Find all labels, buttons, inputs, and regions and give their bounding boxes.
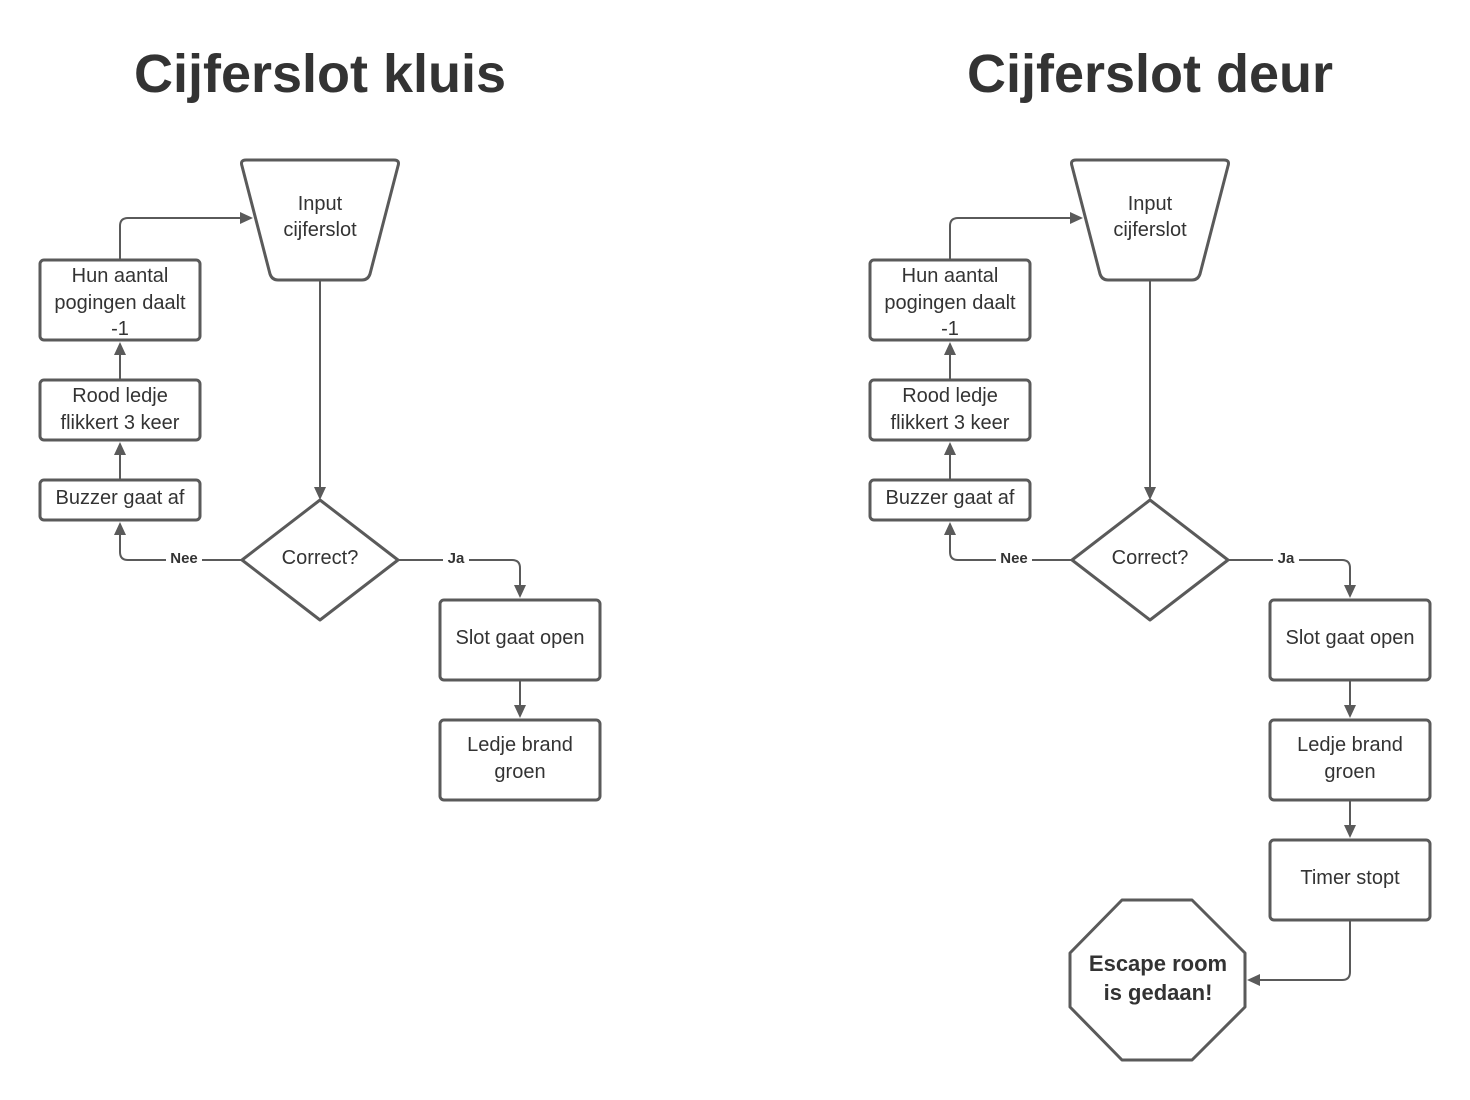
svg-text:Hun aantal: Hun aantal bbox=[902, 265, 999, 287]
svg-text:Slot gaat open: Slot gaat open bbox=[456, 627, 585, 649]
flowchart-title: Cijferslot kluis bbox=[134, 44, 506, 104]
connector-yes bbox=[398, 559, 521, 586]
node-led-green: Ledje brand groen bbox=[438, 718, 602, 802]
svg-text:pogingen daalt: pogingen daalt bbox=[54, 292, 186, 314]
arrowhead bbox=[514, 585, 526, 598]
edge-label-bg bbox=[996, 550, 1032, 568]
node-input: Input cijferslot bbox=[1070, 158, 1230, 282]
svg-text:Correct?: Correct? bbox=[1112, 547, 1189, 569]
arrowhead bbox=[944, 342, 956, 355]
arrowhead bbox=[1344, 705, 1356, 718]
svg-text:Ledje brand: Ledje brand bbox=[1297, 734, 1403, 756]
svg-text:cijferslot: cijferslot bbox=[1113, 219, 1187, 241]
edge-label-bg bbox=[166, 550, 202, 568]
node-decision: Correct? bbox=[1070, 498, 1230, 622]
svg-text:Buzzer gaat af: Buzzer gaat af bbox=[56, 487, 185, 509]
svg-text:Hun aantal: Hun aantal bbox=[72, 265, 169, 287]
svg-text:Slot gaat open: Slot gaat open bbox=[1286, 627, 1415, 649]
node-open: Slot gaat open bbox=[1268, 598, 1432, 682]
arrowhead bbox=[1144, 487, 1156, 500]
arrowhead bbox=[114, 522, 126, 535]
node-timer: Timer stopt bbox=[1268, 838, 1432, 922]
arrowhead bbox=[240, 212, 253, 224]
svg-text:Input: Input bbox=[298, 193, 343, 215]
svg-text:Timer stopt: Timer stopt bbox=[1300, 867, 1400, 889]
svg-text:-1: -1 bbox=[941, 318, 959, 340]
edge-label-no: Nee bbox=[1000, 550, 1028, 567]
arrowhead bbox=[1344, 825, 1356, 838]
node-led-green: Ledje brand groen bbox=[1268, 718, 1432, 802]
svg-text:Correct?: Correct? bbox=[282, 547, 359, 569]
node-end: Escape room is gedaan! bbox=[1068, 898, 1247, 1062]
connectors bbox=[114, 212, 526, 718]
node-input: Input cijferslot bbox=[240, 158, 400, 282]
node-attempts: Hun aantal pogingen daalt -1 bbox=[38, 258, 202, 342]
svg-text:Rood ledje: Rood ledje bbox=[902, 385, 998, 407]
connector-timer-to-end bbox=[1260, 920, 1351, 981]
svg-text:Buzzer gaat af: Buzzer gaat af bbox=[886, 487, 1015, 509]
arrowhead bbox=[1247, 974, 1260, 986]
arrowhead bbox=[514, 705, 526, 718]
flowchart-kluis: Cijferslot kluis Nee Ja Input bbox=[38, 44, 602, 802]
arrowhead bbox=[944, 442, 956, 455]
connector-attempts-to-input bbox=[119, 217, 240, 260]
svg-text:Escape room: Escape room bbox=[1089, 951, 1227, 976]
connector-attempts-to-input bbox=[949, 217, 1070, 260]
svg-text:Rood ledje: Rood ledje bbox=[72, 385, 168, 407]
connector-no bbox=[949, 534, 1072, 561]
svg-text:Ledje brand: Ledje brand bbox=[467, 734, 573, 756]
connector-no bbox=[119, 534, 242, 561]
flowchart-deur: Cijferslot deur Nee Ja bbox=[868, 44, 1432, 1062]
arrowhead bbox=[1344, 585, 1356, 598]
arrowhead bbox=[944, 522, 956, 535]
svg-text:flikkert 3 keer: flikkert 3 keer bbox=[61, 412, 180, 434]
edge-label-yes: Ja bbox=[448, 550, 465, 567]
node-open: Slot gaat open bbox=[438, 598, 602, 682]
connectors bbox=[944, 212, 1356, 986]
svg-text:cijferslot: cijferslot bbox=[283, 219, 357, 241]
arrowhead bbox=[314, 487, 326, 500]
node-led-red: Rood ledje flikkert 3 keer bbox=[38, 378, 202, 442]
edge-label-yes: Ja bbox=[1278, 550, 1295, 567]
svg-text:-1: -1 bbox=[111, 318, 129, 340]
edge-label-bg bbox=[1273, 550, 1299, 568]
svg-text:is gedaan!: is gedaan! bbox=[1104, 980, 1213, 1005]
node-attempts: Hun aantal pogingen daalt -1 bbox=[868, 258, 1032, 342]
node-buzzer: Buzzer gaat af bbox=[38, 478, 202, 522]
edge-label-no: Nee bbox=[170, 550, 198, 567]
arrowhead bbox=[1070, 212, 1083, 224]
flowchart-title: Cijferslot deur bbox=[967, 44, 1333, 104]
arrowhead bbox=[114, 342, 126, 355]
arrowhead bbox=[114, 442, 126, 455]
node-led-red: Rood ledje flikkert 3 keer bbox=[868, 378, 1032, 442]
node-buzzer: Buzzer gaat af bbox=[868, 478, 1032, 522]
svg-text:Input: Input bbox=[1128, 193, 1173, 215]
connector-yes bbox=[1228, 559, 1351, 586]
edge-label-bg bbox=[443, 550, 469, 568]
svg-text:groen: groen bbox=[494, 761, 545, 783]
svg-text:groen: groen bbox=[1324, 761, 1375, 783]
svg-text:flikkert 3 keer: flikkert 3 keer bbox=[891, 412, 1010, 434]
node-decision: Correct? bbox=[240, 498, 400, 622]
svg-text:pogingen daalt: pogingen daalt bbox=[884, 292, 1016, 314]
